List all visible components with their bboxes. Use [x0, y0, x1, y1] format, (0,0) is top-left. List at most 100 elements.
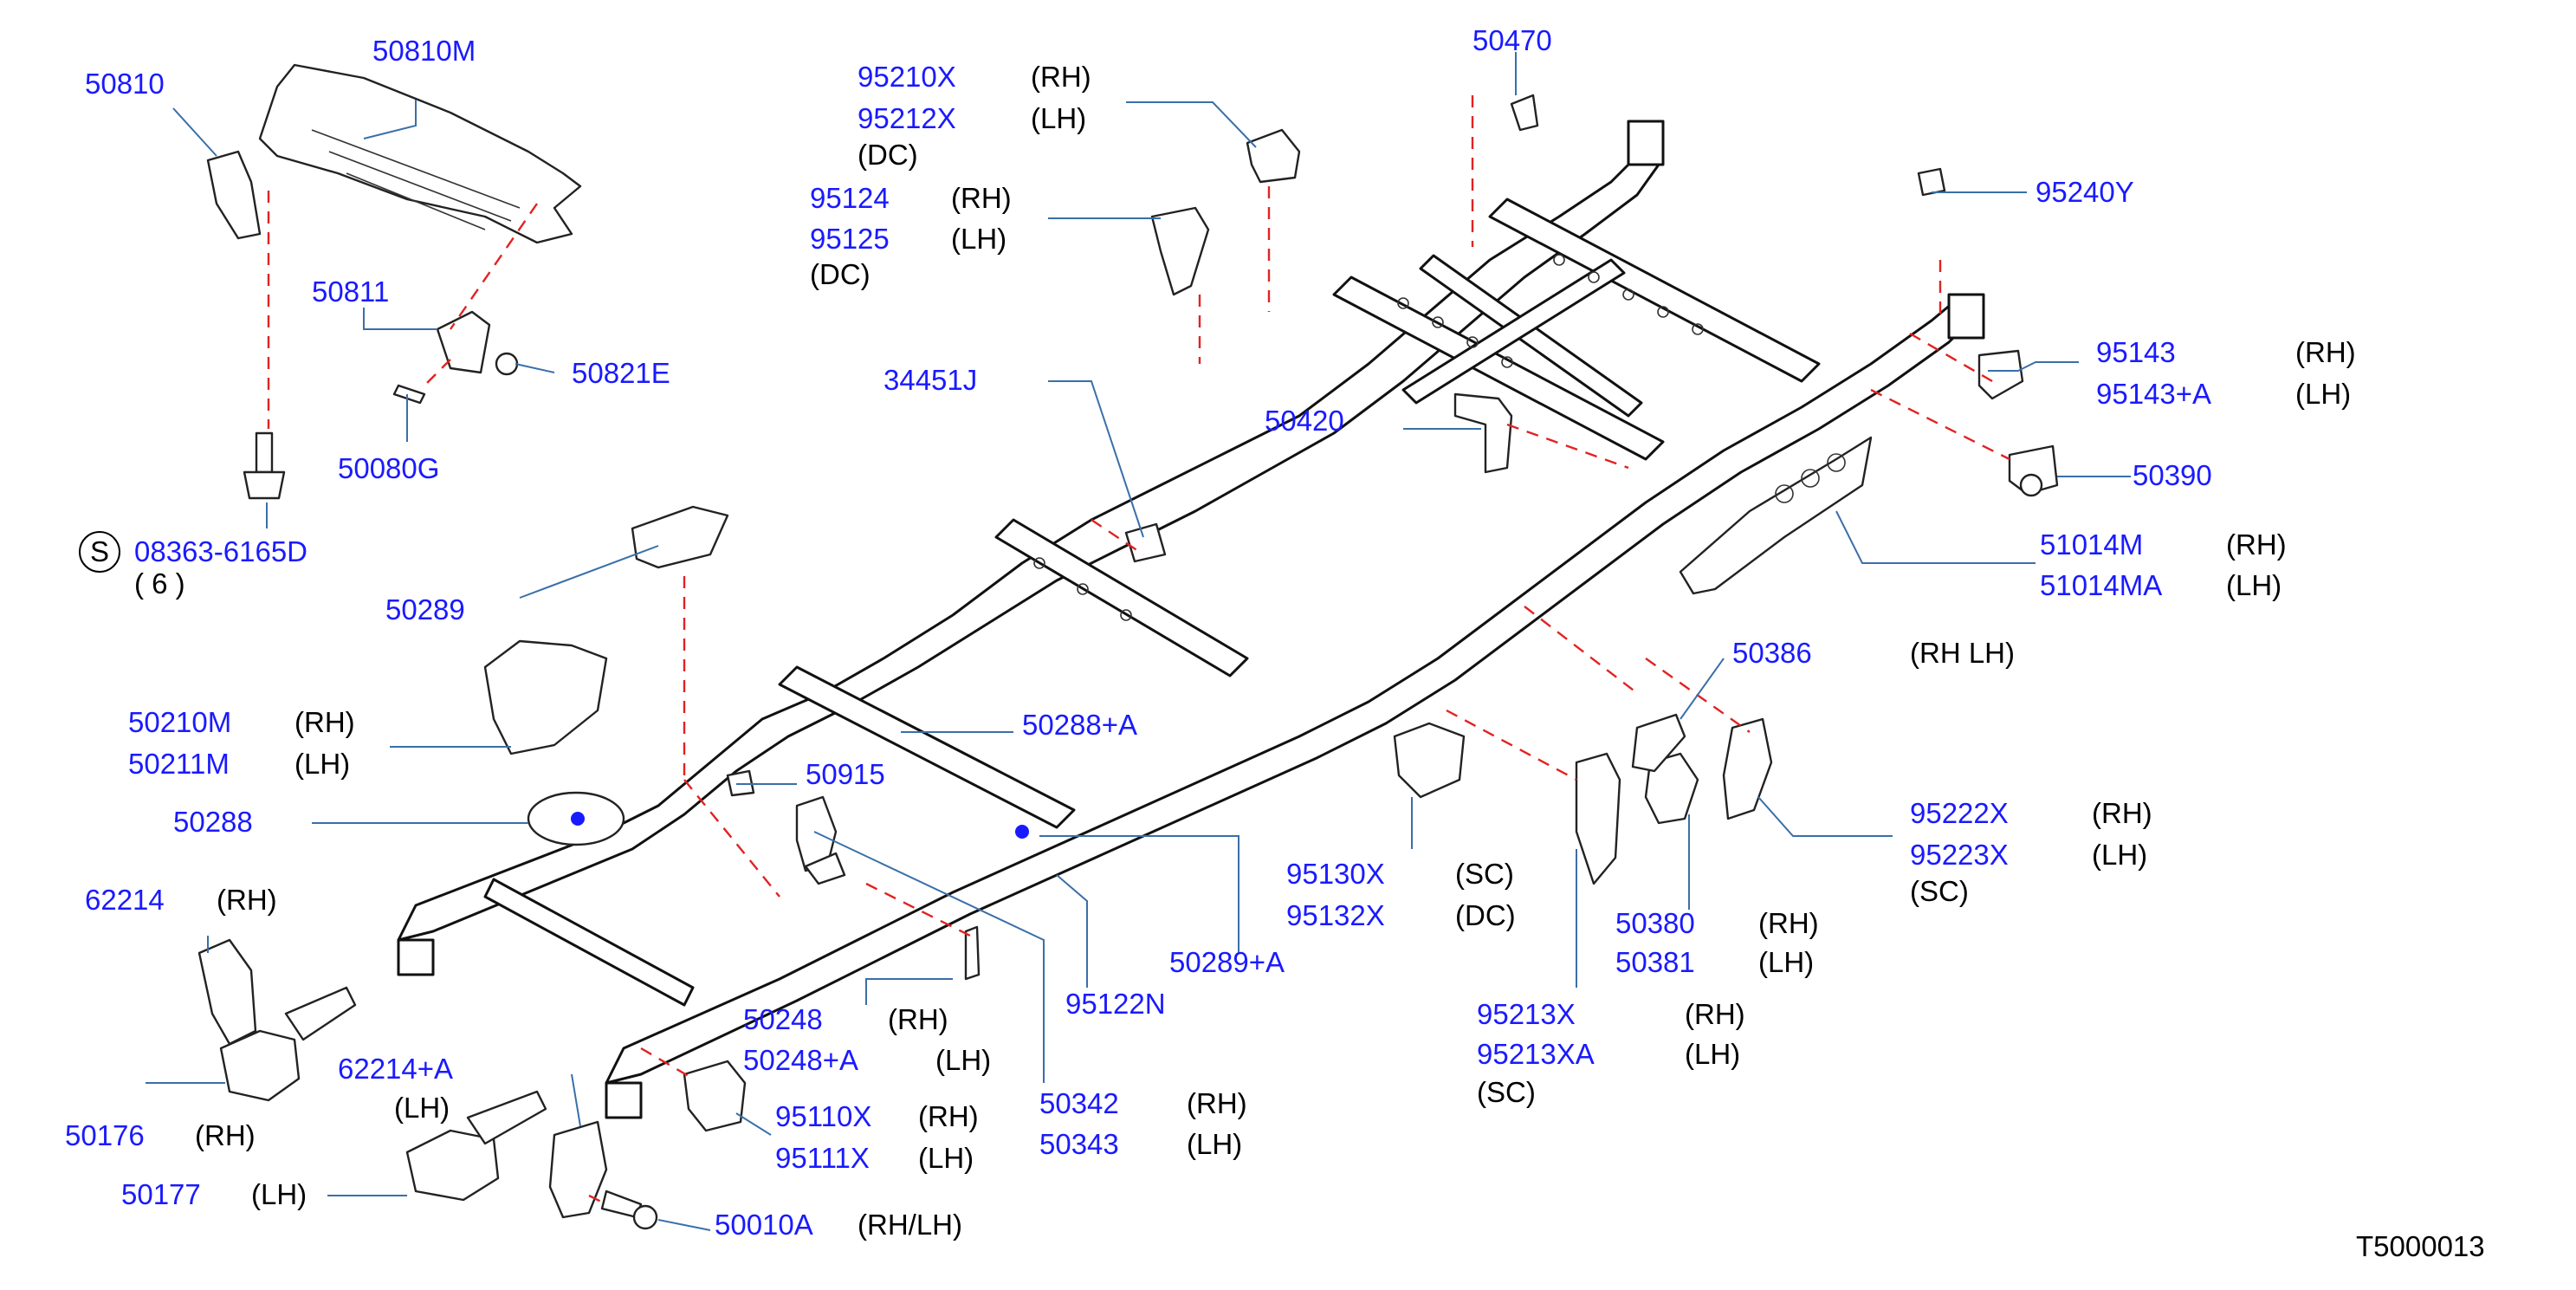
label-50810: 50810 — [85, 68, 165, 100]
note-50380: (RH) — [1758, 907, 1819, 939]
marker-dot-50288 — [571, 812, 585, 826]
label-50386: 50386 — [1732, 637, 1812, 669]
label-95223X: 95223X — [1910, 839, 2009, 871]
note-50248: (RH) — [888, 1003, 948, 1035]
note-95110X: (RH) — [918, 1100, 979, 1132]
bracket-95143 — [1977, 349, 2024, 400]
crossmember-x-1 — [1419, 254, 1643, 418]
clip-50821E — [495, 352, 519, 376]
front-rail-end-right — [605, 1081, 643, 1119]
label-95111X: 95111X — [775, 1142, 870, 1174]
note-95125: (LH) — [951, 223, 1006, 255]
label-50821E: 50821E — [572, 357, 670, 389]
label-51014M: 51014M — [2040, 528, 2143, 561]
label-50380: 50380 — [1615, 907, 1695, 939]
parts — [197, 63, 2059, 1230]
label-50177: 50177 — [121, 1178, 201, 1210]
label-50915: 50915 — [806, 758, 885, 790]
label-34451J: 34451J — [883, 364, 977, 396]
frame-holes — [1033, 254, 1704, 621]
bolt-head — [243, 470, 286, 500]
qty-08363-6165D: ( 6 ) — [134, 567, 185, 600]
labels: 50810 50810M 50811 50821E 50080G S 08363… — [65, 24, 2485, 1262]
rear-rail-end-right — [1947, 293, 1985, 340]
crossmember-3 — [994, 518, 1249, 677]
bracket-62214A — [548, 1120, 608, 1219]
note-50010A: (RH/LH) — [858, 1209, 962, 1241]
front-rail-end-left — [397, 938, 435, 976]
s-symbol-letter: S — [90, 535, 109, 567]
note-95111X: (LH) — [918, 1142, 974, 1174]
label-62214A: 62214+A — [338, 1053, 453, 1085]
label-50080G: 50080G — [338, 452, 439, 484]
label-95122N: 95122N — [1065, 988, 1166, 1020]
label-95125: 95125 — [810, 223, 890, 255]
bracket-34451J — [1124, 522, 1167, 563]
note-51014M: (RH) — [2226, 528, 2287, 561]
bracket-95213X — [1575, 752, 1621, 885]
label-50289A: 50289+A — [1169, 946, 1285, 978]
label-95212X: 95212X — [858, 102, 956, 134]
note-95213X: (RH) — [1685, 998, 1745, 1030]
label-95130X: 95130X — [1286, 858, 1385, 890]
bushing-50390 — [2019, 473, 2043, 497]
note-50248A: (LH) — [935, 1044, 991, 1076]
crossmember-4 — [1332, 276, 1665, 461]
bracket-50810 — [206, 150, 262, 240]
s-symbol-circle — [79, 531, 120, 573]
bracket-50380 — [1644, 752, 1699, 825]
pin-50080G — [392, 384, 426, 405]
label-51014MA: 51014MA — [2040, 569, 2162, 601]
label-50248A: 50248+A — [743, 1044, 858, 1076]
clip-95240Y — [1917, 167, 1946, 197]
label-50343: 50343 — [1039, 1128, 1119, 1160]
stud-50470 — [1510, 94, 1539, 132]
note-95210X: (RH) — [1031, 61, 1091, 93]
bracket-50289 — [631, 505, 729, 569]
bolt-50420 — [1453, 392, 1513, 474]
label-95143: 95143 — [2096, 336, 2176, 368]
note-95212X: (LH) — [1031, 102, 1086, 134]
strap-50176 — [284, 986, 357, 1041]
label-95110X: 95110X — [775, 1100, 871, 1132]
label-50342: 50342 — [1039, 1087, 1119, 1119]
note-sc-2: (SC) — [1910, 875, 1969, 907]
note-95124: (RH) — [951, 182, 1012, 214]
note-sc-1: (SC) — [1477, 1076, 1536, 1108]
note-95222X: (RH) — [2092, 797, 2152, 829]
leader-lines — [146, 52, 2131, 1231]
label-50211M: 50211M — [128, 748, 230, 780]
note-50381: (LH) — [1758, 946, 1814, 978]
bracket-95124 — [1150, 206, 1210, 296]
note-62214A: (LH) — [394, 1092, 450, 1124]
label-62214: 62214 — [85, 884, 165, 916]
label-50176: 50176 — [65, 1119, 145, 1151]
note-95143A: (LH) — [2295, 378, 2351, 410]
bracket-95222X — [1722, 717, 1773, 820]
marker-dot-50288A — [1015, 825, 1029, 839]
skid-plate-50810M — [258, 63, 582, 244]
note-62214: (RH) — [217, 884, 277, 916]
label-08363-6165D: 08363-6165D — [134, 535, 307, 567]
label-50470: 50470 — [1472, 24, 1552, 56]
note-95213XA: (LH) — [1685, 1038, 1740, 1070]
label-50390: 50390 — [2133, 459, 2212, 491]
crossmember-x-2 — [1401, 258, 1626, 405]
bolt-08363-6165D — [255, 431, 274, 474]
label-50210M: 50210M — [128, 706, 231, 738]
label-50811: 50811 — [312, 276, 389, 308]
note-50386: (RH LH) — [1910, 637, 2015, 669]
note-50342: (RH) — [1187, 1087, 1247, 1119]
crossmember-2 — [778, 665, 1076, 829]
note-95223X: (LH) — [2092, 839, 2147, 871]
label-95132X: 95132X — [1286, 899, 1385, 931]
mount-50210M — [483, 639, 608, 755]
insulator-50176 — [219, 1029, 301, 1102]
note-50343: (LH) — [1187, 1128, 1242, 1160]
label-50248: 50248 — [743, 1003, 823, 1035]
crossmember-5 — [1488, 198, 1821, 383]
note-50211M: (LH) — [294, 748, 350, 780]
note-95132X: (DC) — [1455, 899, 1516, 931]
alignment-lines — [267, 95, 2010, 1206]
label-50381: 50381 — [1615, 946, 1695, 978]
